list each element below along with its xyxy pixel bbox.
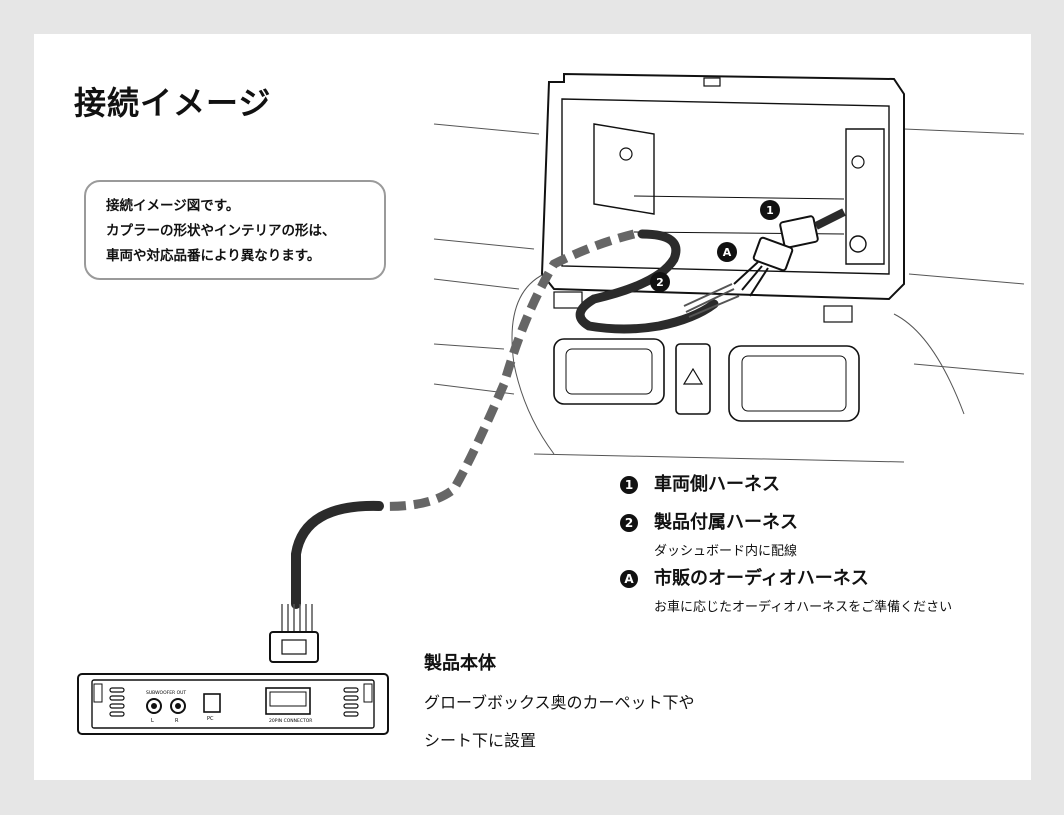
legend-badge: 2: [620, 514, 638, 532]
content-panel: SUBWOOFER OUT L R PC 20PIN CONNECTOR 1 A…: [34, 34, 1031, 780]
legend-title: 車両側ハーネス: [654, 474, 780, 495]
legend: 1 車両側ハーネス 2 製品付属ハーネス ダッシュボード内に配線 A 市販のオー…: [620, 474, 1030, 624]
connection-illustration: SUBWOOFER OUT L R PC 20PIN CONNECTOR 1 A…: [77, 72, 1025, 735]
legend-title: 製品付属ハーネス: [654, 512, 798, 533]
callout-badge-a: A: [717, 242, 737, 262]
legend-sub: お車に応じたオーディオハーネスをご準備ください: [654, 600, 953, 615]
page-title: 接続イメージ: [74, 84, 272, 122]
notice-line: カプラーの形状やインテリアの形は、: [106, 223, 336, 239]
notice-line: 車両や対応品番により異なります。: [106, 248, 321, 264]
subwoofer-out-label: SUBWOOFER OUT: [146, 690, 186, 696]
notice-box: 接続イメージ図です。 カプラーの形状やインテリアの形は、 車両や対応品番により異…: [84, 180, 386, 280]
product-description: 製品本体 グローブボックス奥のカーペット下や シート下に設置: [424, 649, 695, 751]
legend-item-product-harness: 2 製品付属ハーネス ダッシュボード内に配線: [620, 512, 1030, 568]
legend-title: 市販のオーディオハーネス: [654, 568, 869, 589]
legend-item-vehicle-harness: 1 車両側ハーネス: [620, 474, 1030, 512]
product-title: 製品本体: [424, 653, 496, 674]
legend-badge: 1: [620, 476, 638, 494]
callout-badge-1: 1: [760, 200, 780, 220]
svg-text:A: A: [723, 246, 732, 259]
legend-sub: ダッシュボード内に配線: [654, 544, 798, 559]
pc-port-label: PC: [207, 716, 214, 722]
svg-text:2: 2: [656, 276, 664, 289]
legend-item-audio-harness: A 市販のオーディオハーネス お車に応じたオーディオハーネスをご準備ください: [620, 568, 1030, 624]
notice-line: 接続イメージ図です。: [106, 198, 240, 214]
product-line: グローブボックス奥のカーペット下や: [424, 693, 695, 712]
svg-text:1: 1: [766, 204, 774, 217]
callout-badge-2: 2: [650, 272, 670, 292]
right-channel-label: R: [175, 718, 179, 724]
connector-label: 20PIN CONNECTOR: [269, 718, 312, 724]
legend-badge: A: [620, 570, 638, 588]
product-line: シート下に設置: [424, 731, 537, 750]
left-channel-label: L: [151, 718, 154, 724]
